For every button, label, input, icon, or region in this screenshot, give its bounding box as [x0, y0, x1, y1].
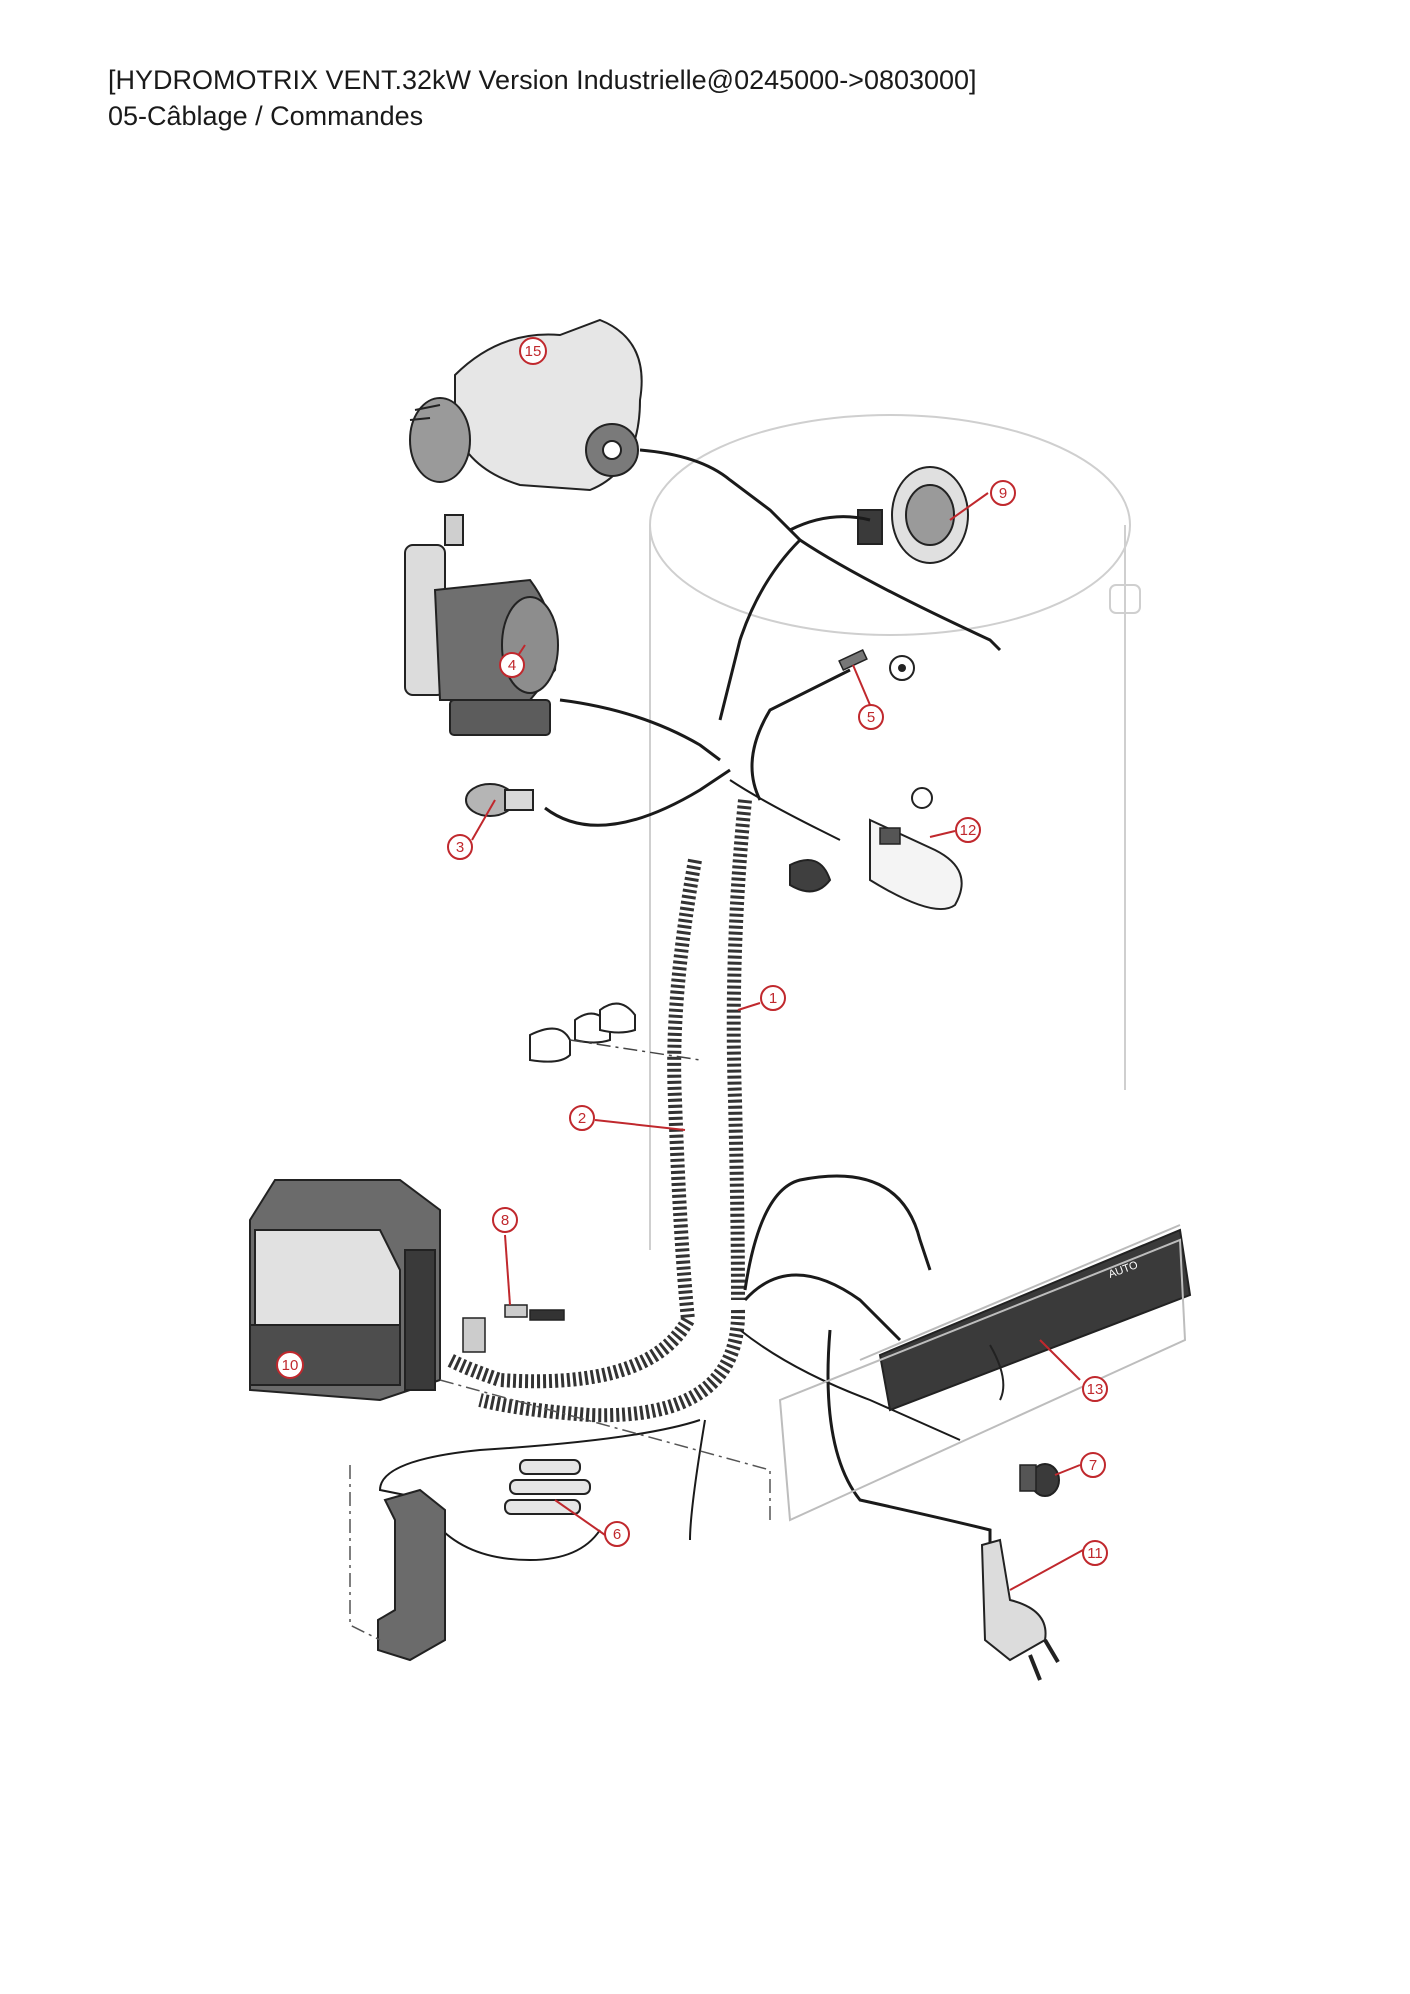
- power-plug: [980, 1538, 1060, 1681]
- pressure-switch: [857, 466, 969, 564]
- ignition-bracket: [377, 1488, 446, 1662]
- callout-label-7: 7: [1089, 1457, 1097, 1474]
- callout-label-15: 15: [525, 343, 542, 360]
- blower-fan: [409, 318, 643, 492]
- callout-12: 12: [955, 817, 981, 843]
- callout-label-8: 8: [501, 1212, 509, 1229]
- callout-label-9: 9: [999, 485, 1007, 502]
- callout-label-3: 3: [456, 839, 464, 856]
- sensor-5: [838, 648, 915, 681]
- cable-harness: [378, 448, 1002, 1562]
- callout-10: 10: [276, 1351, 304, 1379]
- callout-label-2: 2: [578, 1110, 586, 1127]
- callout-3: 3: [447, 834, 473, 860]
- callout-7: 7: [1080, 1452, 1106, 1478]
- gas-valve: [249, 1179, 441, 1402]
- cable-clips: [529, 1002, 636, 1063]
- sensor-8: [462, 1304, 565, 1353]
- callout-1: 1: [760, 985, 786, 1011]
- control-panel: AUTO: [778, 1224, 1192, 1522]
- section-title: 05-Câblage / Commandes: [108, 101, 424, 131]
- callout-label-13: 13: [1087, 1381, 1104, 1398]
- callout-5: 5: [858, 704, 884, 730]
- callout-label-12: 12: [960, 822, 977, 839]
- callout-4: 4: [499, 652, 525, 678]
- callout-label-10: 10: [282, 1357, 299, 1374]
- switch-7: [1019, 1463, 1060, 1497]
- callout-15: 15: [519, 337, 547, 365]
- tank-outline: [649, 414, 1141, 1250]
- leader-clips: [569, 1039, 701, 1061]
- page-header: [HYDROMOTRIX VENT.32kW Version Industrie…: [108, 62, 977, 134]
- document-title: [HYDROMOTRIX VENT.32kW Version Industrie…: [108, 65, 977, 95]
- callout-label-4: 4: [508, 657, 516, 674]
- electrodes: [504, 1459, 591, 1515]
- callout-11: 11: [1082, 1540, 1108, 1566]
- callout-label-6: 6: [613, 1526, 621, 1543]
- callout-6: 6: [604, 1521, 630, 1547]
- callout-9: 9: [990, 480, 1016, 506]
- callout-label-11: 11: [1087, 1545, 1103, 1562]
- callout-2: 2: [569, 1105, 595, 1131]
- sensor-12: [789, 787, 963, 911]
- callout-13: 13: [1082, 1376, 1108, 1402]
- callout-8: 8: [492, 1207, 518, 1233]
- dashed-outline: [349, 1379, 771, 1641]
- callout-label-1: 1: [769, 990, 777, 1007]
- circulator-pump: [404, 514, 559, 736]
- temperature-sensor: [465, 783, 534, 817]
- callout-leaders: [471, 492, 1084, 1591]
- callout-label-5: 5: [867, 709, 875, 726]
